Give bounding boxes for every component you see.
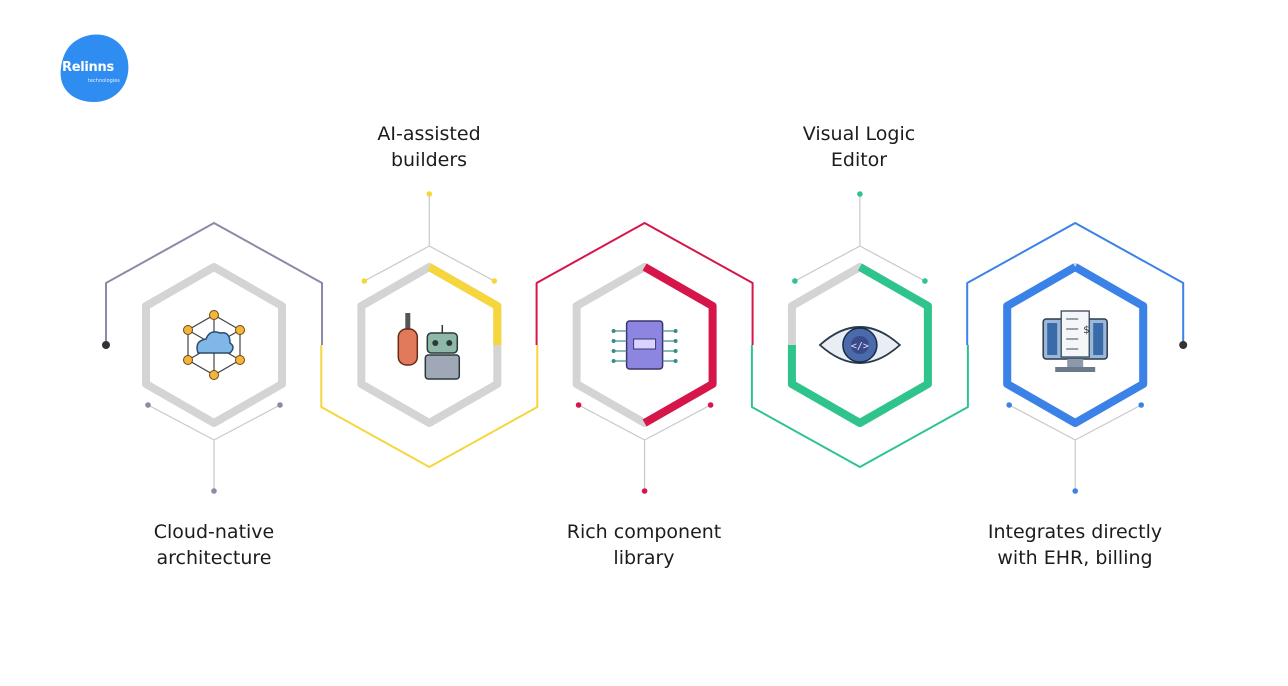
robot-screwdriver-icon [397,313,461,380]
connector-dot [641,488,648,494]
connector-dot [575,402,582,408]
feature-node-2 [535,222,754,494]
inner-hexagon-progress [642,263,717,427]
outer-arc [750,345,969,468]
connector-dot [857,191,863,197]
connector-dot [707,402,714,408]
feature-node-1 [320,191,539,468]
brand-name: Relinns [62,60,114,75]
left-end-dot [102,341,110,349]
feature-node-4: $ [966,222,1185,494]
outer-arc [320,345,539,468]
inner-hexagon-progress [787,263,932,427]
inner-hexagon-progress [1003,263,1148,427]
connector-dot [922,278,928,284]
connector-dot [211,488,217,494]
right-end-dot [1179,341,1188,349]
feature-node-0 [105,222,323,494]
connector-dot [361,278,368,284]
inner-hexagon [142,263,286,427]
connector-dot [491,278,498,284]
svg-text:$: $ [1083,325,1089,336]
outer-arc [966,222,1185,345]
connector-dot [1072,488,1078,494]
connector-dot [792,278,798,284]
connector-dot [426,191,433,197]
brand-tagline: technologies [88,78,120,84]
connector-dot [145,402,151,408]
feature-node-3: </> [750,191,969,468]
inner-hexagon-progress [427,263,502,345]
svg-text:</>: </> [851,341,869,352]
cloud-network-icon [183,310,245,380]
brand-logo[interactable] [56,32,132,104]
connector-dot [1006,402,1012,408]
microchip-icon [611,320,678,370]
connector-dot [1138,402,1144,408]
eye-code-icon: </> [818,326,902,364]
connector-dot [277,402,283,408]
monitor-invoice-icon: $ [1042,310,1108,372]
outer-arc [535,222,754,345]
